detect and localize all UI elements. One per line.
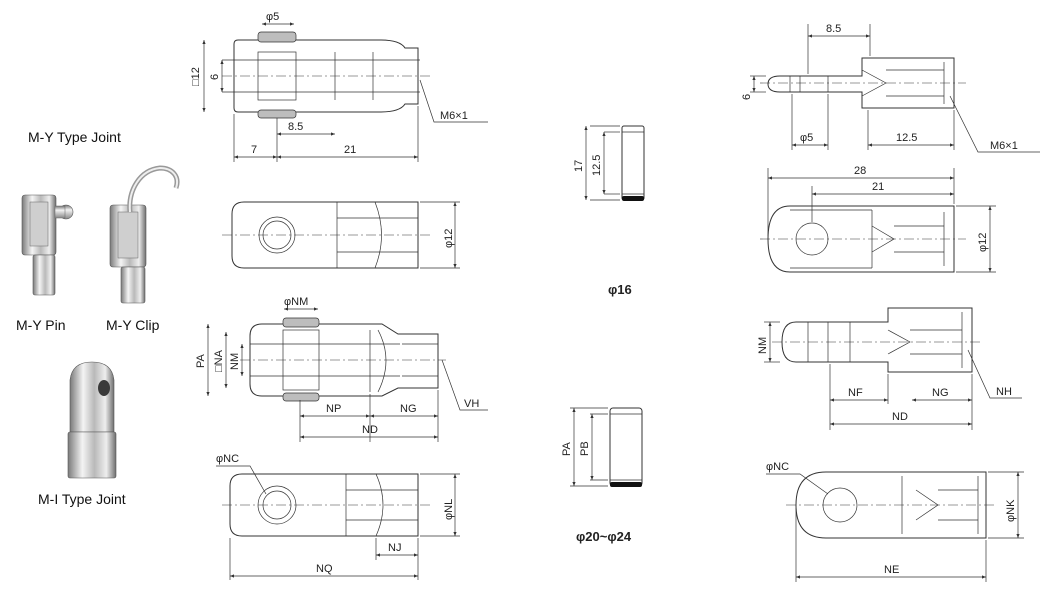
pin16-inner-label: 12.5 — [591, 155, 603, 176]
y-gen-plan-nc-label: φNC — [216, 453, 239, 465]
pin-20-24-drawing: PA PB — [561, 407, 643, 487]
y-gen-ng-label: NG — [400, 403, 417, 415]
i-top-hole-label: φ5 — [800, 132, 813, 144]
i-gen-nm-label: NM — [757, 337, 769, 354]
i-top-thread-label: M6×1 — [990, 140, 1018, 152]
i-gen-nh-label: NH — [996, 386, 1012, 398]
i-joint-side-view-metric: 8.5 6 φ5 12.5 M6×1 — [741, 23, 1040, 153]
pin20-pa-label: PA — [561, 441, 573, 456]
y-top-length-label: 21 — [344, 144, 356, 156]
y-joint-plan-view-generic: φNC φNL NJ NQ — [216, 453, 460, 580]
y-top-tip-label: 7 — [251, 144, 257, 156]
y-gen-plan-nj-label: NJ — [388, 542, 401, 554]
y-gen-plan-nq-label: NQ — [316, 563, 333, 575]
y-gen-square-label: □NA — [213, 349, 225, 372]
pin16-caption: φ16 — [608, 282, 632, 297]
i-joint-side-view-generic: NM NF NG ND NH — [757, 307, 1022, 430]
y-gen-np-label: NP — [326, 403, 341, 415]
y-top-pin-dia-label: φ5 — [266, 11, 279, 23]
y-top-square-label: □12 — [190, 67, 202, 86]
y-top-slot-label: 6 — [209, 74, 221, 80]
my-pin-caption: M-Y Pin — [16, 317, 66, 333]
y-gen-plan-nl-label: φNL — [443, 499, 455, 520]
mi-type-joint-photo — [67, 361, 117, 479]
y-gen-vh-label: VH — [464, 398, 479, 410]
i-gen-ng-label: NG — [932, 387, 949, 399]
y-top-pin-pos-label: 8.5 — [288, 121, 303, 133]
i-joint-plan-view-metric: 28 21 φ12 — [760, 165, 996, 273]
y-joint-side-view-metric: φ5 □12 6 8.5 7 21 M6×1 — [190, 11, 488, 162]
photo-panel: M-Y Type Joint M-Y Pin M-Y Clip M-I Type… — [16, 129, 180, 507]
mi-type-joint-caption: M-I Type Joint — [38, 491, 126, 507]
i-gen-nf-label: NF — [848, 387, 863, 399]
y-gen-nd-label: ND — [362, 424, 378, 436]
i-gen-plan-nk-label: φNK — [1005, 499, 1017, 522]
i-gen-plan-nc-label: φNC — [766, 461, 789, 473]
pin16-height-label: 17 — [573, 160, 585, 172]
pin20-caption: φ20~φ24 — [576, 529, 632, 544]
y-joint-plan-view-metric: φ12 — [222, 201, 460, 269]
i-top-shoulder-label: 8.5 — [826, 23, 841, 35]
y-gen-pin-dia-label: φNM — [284, 296, 308, 308]
i-gen-nd-label: ND — [892, 411, 908, 423]
i-gen-plan-ne-label: NE — [884, 564, 899, 576]
my-pin-photo — [21, 194, 74, 296]
my-clip-caption: M-Y Clip — [106, 317, 160, 333]
y-joint-side-view-generic: φNM PA □NA NM NP NG ND VH — [195, 296, 488, 442]
my-clip-photo — [109, 165, 180, 304]
i-top-thread-len-label: 12.5 — [896, 132, 917, 144]
pin20-pb-label: PB — [579, 441, 591, 456]
my-type-joint-caption: M-Y Type Joint — [28, 129, 121, 145]
pin-16-drawing: 17 12.5 — [573, 125, 645, 201]
i-plan-length-label: 21 — [872, 181, 884, 193]
i-plan-dia-label: φ12 — [977, 233, 989, 252]
y-top-thread-label: M6×1 — [440, 110, 468, 122]
i-top-width-label: 6 — [741, 94, 753, 100]
y-gen-pa-label: PA — [195, 353, 207, 368]
i-plan-total-label: 28 — [854, 165, 866, 177]
y-plan-dia-label: φ12 — [443, 229, 455, 248]
i-joint-plan-view-generic: φNC φNK NE — [766, 461, 1024, 582]
y-gen-nm-label: NM — [229, 353, 241, 370]
